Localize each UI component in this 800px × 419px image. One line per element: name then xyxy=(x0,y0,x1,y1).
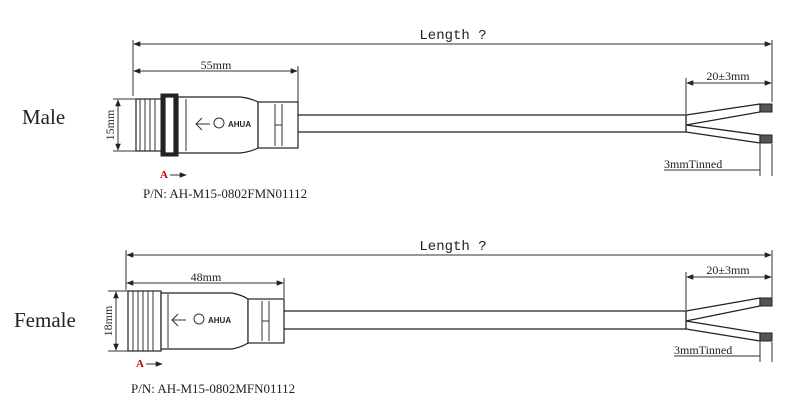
male-diameter-label: 15mm xyxy=(103,109,117,140)
female-wire-upper xyxy=(685,297,761,322)
male-tinned-tip-lower xyxy=(759,134,773,144)
male-wire-lower xyxy=(685,124,761,144)
female-wire-lower xyxy=(685,320,761,342)
female-tinned-tip-lower xyxy=(759,332,773,342)
female-length-label: Length ? xyxy=(419,239,486,255)
male-arrow-icon xyxy=(195,117,210,131)
female-assembly: Female Length ? 48mm 18mm xyxy=(14,239,773,396)
male-connector: AHUA xyxy=(135,93,299,157)
female-tinned-label: 3mmTinned xyxy=(674,343,732,357)
male-connector-length: 55mm xyxy=(201,58,232,72)
female-label: Female xyxy=(14,308,76,332)
female-tinned-tip-upper xyxy=(759,297,773,307)
male-length-label: Length ? xyxy=(419,28,486,44)
female-strip-label: 20±3mm xyxy=(706,263,750,277)
male-section-marker: A xyxy=(160,169,168,181)
male-wire-upper xyxy=(685,103,761,126)
female-part-number: P/N: AH-M15-0802MFN01112 xyxy=(131,381,295,396)
female-brand-logo: AHUA xyxy=(208,316,231,325)
female-arrow-icon xyxy=(171,313,186,327)
male-label: Male xyxy=(22,105,65,129)
female-connector-length: 48mm xyxy=(191,270,222,284)
male-part-number: P/N: AH-M15-0802FMN01112 xyxy=(143,186,307,201)
female-diameter-label: 18mm xyxy=(101,305,115,336)
male-brand-logo: AHUA xyxy=(228,120,251,129)
male-tinned-tip-upper xyxy=(759,103,773,113)
male-assembly: Male Length ? 55mm 15mm xyxy=(22,28,773,201)
female-connector: AHUA xyxy=(127,290,285,352)
female-section-marker: A xyxy=(136,358,144,370)
male-tinned-label: 3mmTinned xyxy=(664,157,722,171)
male-strip-label: 20±3mm xyxy=(706,69,750,83)
